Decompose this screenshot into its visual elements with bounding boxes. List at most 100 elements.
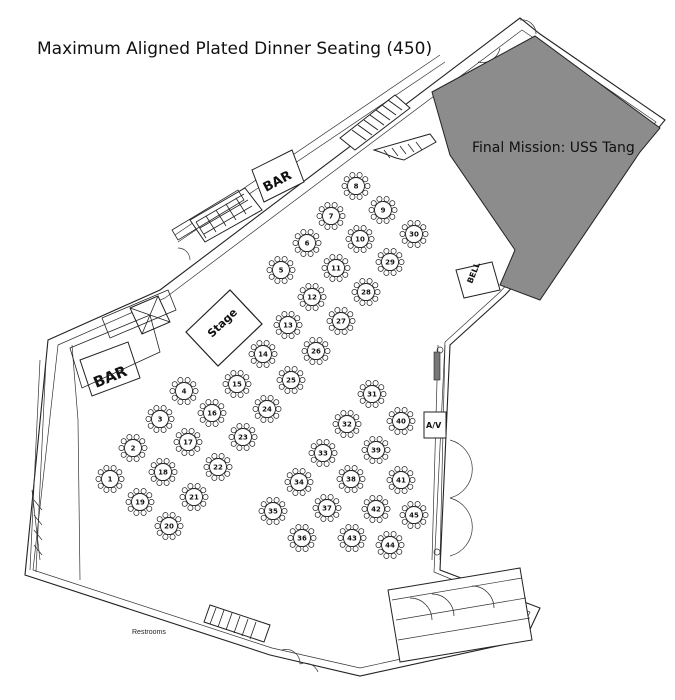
chair [376, 196, 383, 203]
chair [190, 394, 197, 401]
chair [116, 469, 123, 476]
chair [187, 483, 194, 490]
chair [160, 405, 167, 412]
table-44: 44 [375, 531, 405, 559]
chair [263, 361, 270, 368]
table-top [234, 428, 252, 446]
table-7: 7 [316, 202, 346, 230]
chair [299, 287, 306, 294]
chair [420, 518, 427, 525]
table-top [258, 400, 276, 418]
chair [228, 434, 235, 440]
chair [308, 541, 315, 548]
chair [361, 447, 368, 453]
chair [339, 541, 346, 548]
chair [382, 440, 389, 447]
chair [276, 377, 283, 383]
chair [369, 457, 376, 464]
chair [224, 374, 231, 381]
table-top [367, 500, 385, 518]
chair [363, 440, 370, 447]
chair [352, 545, 359, 552]
table-top [351, 230, 369, 248]
chair [294, 315, 301, 322]
table-top [314, 444, 332, 462]
table-number: 44 [385, 542, 395, 550]
chair [339, 528, 346, 535]
chair [287, 260, 294, 267]
chair [388, 470, 395, 477]
chair [359, 384, 366, 391]
chair [323, 439, 330, 446]
chair [146, 492, 153, 499]
chair [398, 259, 405, 265]
chair [197, 410, 204, 416]
chair [377, 535, 384, 542]
chair [175, 432, 182, 439]
table-2: 2 [118, 434, 148, 462]
chair [318, 206, 325, 213]
chair [218, 403, 225, 410]
chair [205, 470, 212, 477]
chair [353, 225, 360, 232]
chair [230, 370, 237, 377]
table-top [175, 382, 193, 400]
chair [316, 337, 323, 344]
chair [281, 256, 288, 263]
chair [382, 453, 389, 460]
chair [369, 436, 376, 443]
chair [322, 354, 329, 361]
chair [237, 391, 244, 398]
chair [286, 485, 293, 492]
chair [299, 489, 306, 496]
chair [409, 477, 416, 483]
chair [169, 475, 176, 482]
table-number: 7 [329, 213, 334, 221]
chair [249, 427, 256, 434]
chair [288, 311, 295, 318]
chair [162, 533, 169, 540]
table-17: 17 [173, 428, 203, 456]
table-8: 8 [341, 172, 371, 200]
ramp-top [372, 133, 437, 161]
chair [273, 518, 280, 525]
chair [305, 283, 312, 290]
table-12: 12 [297, 283, 327, 311]
chair [369, 495, 376, 502]
chair [125, 499, 132, 505]
chair [303, 341, 310, 348]
table-number: 14 [258, 351, 268, 359]
chair [173, 439, 180, 445]
table-top [151, 410, 169, 428]
chair [359, 476, 366, 482]
table-number: 25 [286, 377, 296, 385]
chair [359, 299, 366, 306]
chair [420, 224, 427, 231]
table-number: 24 [262, 406, 272, 414]
table-33: 33 [308, 439, 338, 467]
chair [422, 512, 429, 518]
table-number: 37 [322, 505, 332, 513]
chair [333, 511, 340, 518]
chair [133, 509, 140, 516]
chair [383, 217, 390, 224]
chair [260, 395, 267, 402]
chair [127, 492, 134, 499]
chair [292, 468, 299, 475]
chair [360, 246, 367, 253]
table-number: 19 [135, 499, 145, 507]
chair [286, 472, 293, 479]
chair [300, 229, 307, 236]
table-number: 32 [342, 421, 352, 429]
chair [334, 307, 341, 314]
chair [140, 509, 147, 516]
chair [218, 416, 225, 423]
chair [376, 217, 383, 224]
chair [359, 397, 366, 404]
chair [297, 294, 304, 300]
table-top [303, 288, 321, 306]
table-top [254, 345, 272, 363]
chair [268, 273, 275, 280]
chair [274, 277, 281, 284]
chair [323, 271, 330, 278]
